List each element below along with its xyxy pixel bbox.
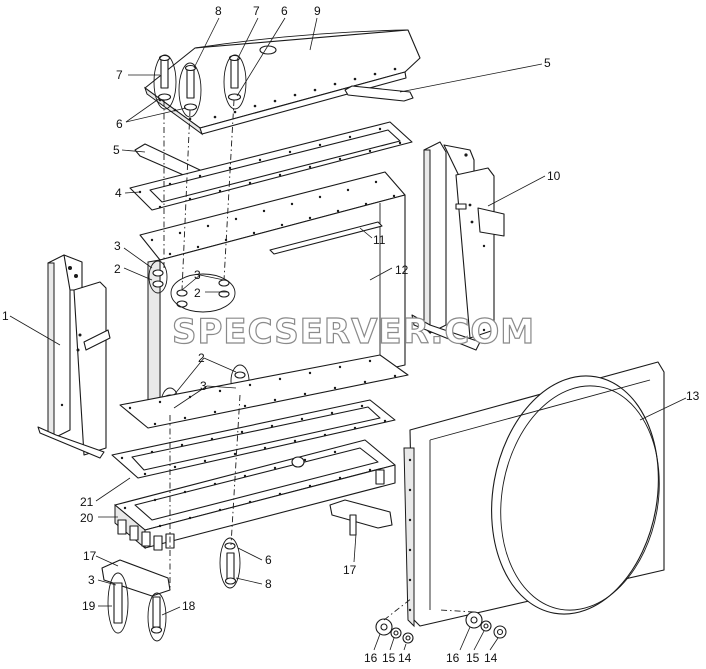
top-tank	[144, 29, 421, 136]
bolt-bottom	[219, 537, 241, 589]
watermark-text: SPECSERVER.COM	[172, 312, 535, 352]
plate-5-right	[344, 85, 414, 102]
callout-9: 9	[314, 4, 321, 18]
callout-labels: 8 7 6 9 7 5 6 5 10 4 11 3 12 2 3 2 1 2 3…	[2, 4, 700, 665]
callout-20: 20	[80, 511, 94, 525]
callout-18: 18	[182, 599, 196, 613]
callout-16-b: 16	[446, 651, 460, 665]
gasket-lower	[111, 399, 396, 479]
shroud-fasteners	[375, 611, 507, 644]
callout-1: 1	[2, 309, 9, 323]
callout-19: 19	[82, 599, 96, 613]
callout-14-b: 14	[484, 651, 498, 665]
callout-4: 4	[115, 186, 122, 200]
callout-21: 21	[80, 495, 94, 509]
callout-11: 11	[373, 233, 386, 247]
bracket-17-right	[329, 499, 393, 536]
callout-2-c: 2	[198, 351, 205, 365]
callout-17-left: 17	[83, 549, 97, 563]
core-bottom-plate	[119, 354, 409, 429]
callout-7-left: 7	[116, 68, 123, 82]
callout-6-top: 6	[281, 4, 288, 18]
callout-3-a: 3	[114, 239, 121, 253]
callout-8-bottom: 8	[265, 577, 272, 591]
alignment-lines	[163, 99, 475, 621]
callout-15-b: 15	[466, 651, 480, 665]
callout-7-top: 7	[253, 4, 260, 18]
callout-5-left: 5	[113, 143, 120, 157]
side-frame-right	[411, 141, 505, 351]
callout-12: 12	[395, 263, 409, 277]
fan-shroud	[403, 361, 665, 628]
callout-13: 13	[686, 389, 700, 403]
callout-2-a: 2	[114, 262, 121, 276]
callout-16-a: 16	[364, 651, 378, 665]
callout-3-b: 3	[194, 268, 201, 282]
top-tank-bolts	[153, 54, 247, 118]
callout-8-top: 8	[215, 4, 222, 18]
callout-3-c: 3	[200, 379, 207, 393]
bar-11	[269, 221, 383, 255]
callout-15-a: 15	[382, 651, 396, 665]
callout-6-bottom: 6	[265, 553, 272, 567]
leader-lines	[9, 17, 687, 651]
callout-17-right: 17	[343, 563, 357, 577]
bracket-17-left	[101, 559, 171, 642]
callout-2-b: 2	[194, 286, 201, 300]
callout-10: 10	[547, 169, 561, 183]
bottom-tank	[114, 439, 396, 551]
gasket-upper	[129, 121, 413, 211]
callout-6-left: 6	[116, 117, 123, 131]
side-frame-left	[37, 254, 111, 459]
callout-3-bottom: 3	[88, 573, 95, 587]
callout-14-a: 14	[398, 651, 412, 665]
callout-5-right: 5	[544, 56, 551, 70]
